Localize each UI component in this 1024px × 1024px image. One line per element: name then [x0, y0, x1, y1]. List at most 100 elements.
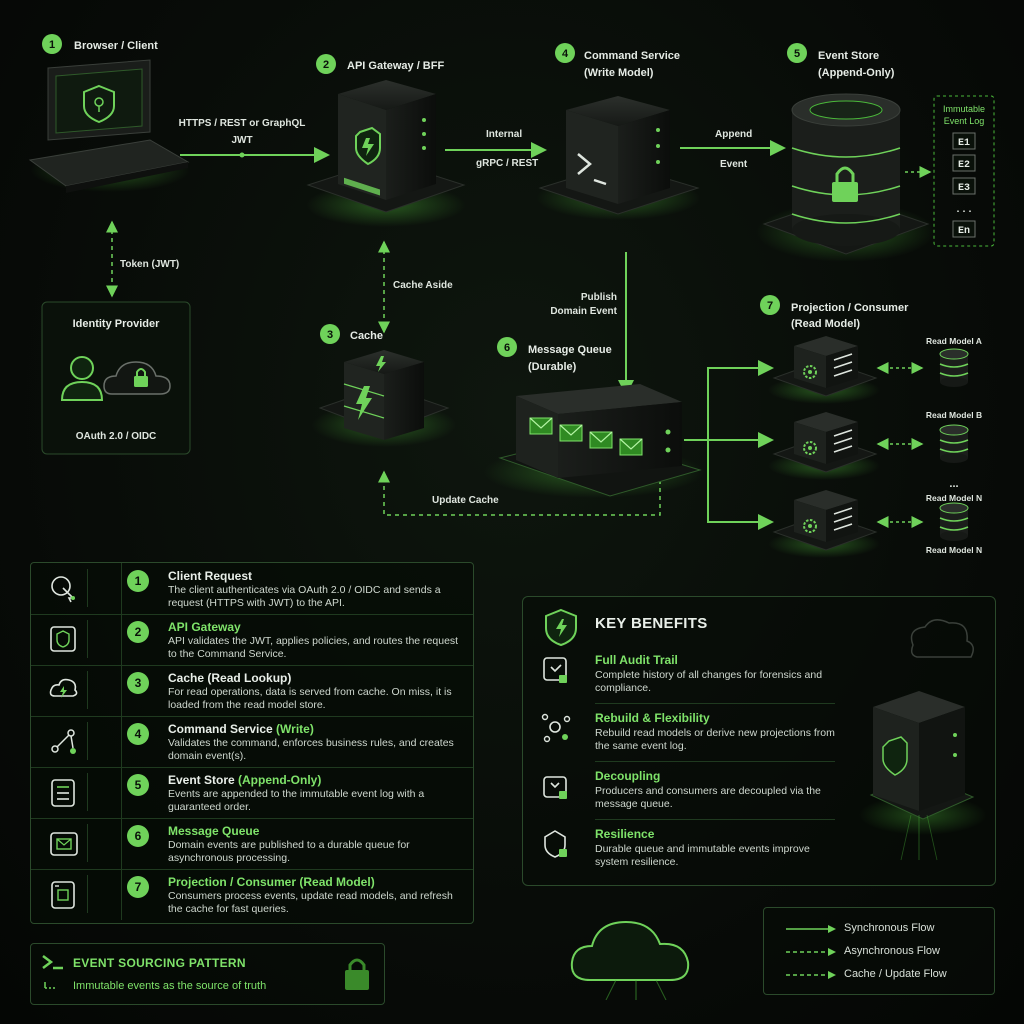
node-message-queue[interactable]: 6 Message Queue (Durable): [484, 337, 704, 498]
event-log-entry: E1: [958, 138, 970, 149]
projection-servers: [768, 336, 880, 558]
node-subtitle: (Write Model): [584, 67, 654, 79]
database-icon[interactable]: [939, 348, 969, 387]
event-store-icon: [37, 773, 88, 811]
step-number: 5: [127, 774, 149, 796]
step-title: Event Store (Append-Only): [168, 773, 321, 787]
step-description: API validates the JWT, applies policies,…: [168, 635, 459, 660]
step-title: Cache (Read Lookup): [168, 671, 291, 685]
pattern-banner: EVENT SOURCING PATTERN Immutable events …: [30, 943, 385, 1005]
node-command-service[interactable]: 4 Command Service (Write Model): [536, 43, 700, 220]
edge-label-token: Token (JWT): [120, 259, 179, 270]
step-title-highlight: Message Queue: [168, 824, 260, 838]
badge-7: 7: [767, 300, 773, 312]
badge-6: 6: [504, 342, 510, 354]
database-icon[interactable]: [939, 502, 969, 541]
node-identity-provider[interactable]: Identity Provider OAuth 2.0 / OIDC: [41, 301, 191, 455]
node-browser[interactable]: 1 Browser / Client: [28, 34, 190, 193]
pattern-title: EVENT SOURCING PATTERN: [73, 956, 246, 970]
benefit-description: Complete history of all changes for fore…: [595, 669, 823, 694]
step-description: Validates the command, enforces business…: [168, 737, 454, 762]
read-model-label: ...: [949, 478, 958, 490]
node-subtitle: OAuth 2.0 / OIDC: [76, 431, 157, 442]
node-title: Command Service: [584, 50, 680, 62]
projection-server[interactable]: [768, 412, 880, 480]
benefit-description: Producers and consumers are decoupled vi…: [595, 785, 821, 810]
edge-label-update-cache: Update Cache: [432, 495, 499, 506]
queue-icon: [37, 824, 88, 862]
edge-update-cache: [378, 470, 661, 516]
projection-server[interactable]: [768, 336, 880, 404]
user-icon: [60, 356, 104, 401]
legend-label: Cache / Update Flow: [844, 968, 947, 980]
node-subtitle: (Read Model): [791, 318, 860, 330]
badge-3: 3: [327, 329, 333, 341]
node-title: Message Queue: [528, 344, 612, 356]
step-title: Message Queue: [168, 824, 259, 838]
step-description: Consumers process events, update read mo…: [168, 890, 453, 915]
edge-label-event: Event: [720, 159, 748, 170]
database-icon[interactable]: [939, 424, 969, 463]
node-title: Identity Provider: [73, 318, 161, 330]
benefits-title: KEY BENEFITS: [595, 615, 708, 632]
secure-server-illustration: [859, 619, 987, 861]
step-title: API Gateway: [168, 620, 241, 634]
edge-label-cache-aside: Cache Aside: [393, 280, 453, 291]
step-row: 5 Event Store (Append-Only)Events are app…: [31, 767, 473, 819]
benefit-title: Resilience: [595, 827, 655, 841]
legend-label: Synchronous Flow: [844, 922, 935, 934]
node-event-store[interactable]: 5 Event Store (Append-Only): [756, 43, 936, 262]
event-log-entry: E3: [958, 183, 970, 194]
edge-label-grpc: gRPC / REST: [476, 158, 538, 169]
node-cache[interactable]: 3 Cache: [312, 324, 456, 447]
rebuild-icon: [541, 713, 571, 743]
terminal-icon: [42, 955, 63, 970]
edge-label-publish: Publish: [581, 292, 617, 303]
badge-1: 1: [49, 39, 55, 51]
edge-label-domain-event: Domain Event: [550, 306, 617, 317]
step-number: 7: [127, 876, 149, 898]
step-number: 1: [127, 570, 149, 592]
node-subtitle: (Append-Only): [818, 67, 895, 79]
event-log-entry: En: [958, 226, 970, 237]
step-title-highlight: (Write): [272, 722, 314, 736]
event-log-title: Immutable: [943, 104, 985, 114]
step-description: The client authenticates via OAuth 2.0 /…: [168, 584, 441, 609]
read-model-label: Read Model N: [926, 493, 982, 503]
step-row: 7 Projection / Consumer (Read Model)Consu…: [31, 869, 473, 920]
benefit-title: Decoupling: [595, 769, 661, 783]
legend-synchronous: Synchronous Flow: [786, 921, 986, 937]
edges-projections-to-read-models: [876, 362, 924, 528]
legend-cache-update: Cache / Update Flow: [786, 967, 986, 983]
read-model-label: Read Model B: [926, 410, 982, 420]
projection-icon: [37, 875, 88, 913]
lightning-icon: [356, 356, 386, 420]
node-gateway[interactable]: 2 API Gateway / BFF: [306, 54, 466, 227]
cloud-lock-icon: [103, 361, 171, 395]
step-description: For read operations, data is served from…: [168, 686, 452, 711]
badge-2: 2: [323, 59, 329, 71]
step-title-text: Client Request: [168, 569, 253, 583]
terminal-icon: [577, 153, 607, 186]
event-log-entry: ...: [955, 205, 973, 216]
node-projection[interactable]: 7 Projection / Consumer (Read Model): [760, 295, 909, 330]
step-description: Events are appended to the immutable eve…: [168, 788, 425, 813]
projection-server[interactable]: [768, 490, 880, 558]
step-title-highlight: Projection / Consumer (Read Model): [168, 875, 375, 889]
node-subtitle: (Durable): [528, 361, 577, 373]
edge-label-protocol: HTTPS / REST or GraphQL: [179, 118, 306, 129]
benefit-description: Rebuild read models or derive new projec…: [595, 727, 835, 752]
step-title-highlight: API Gateway: [168, 620, 241, 634]
legend-label: Asynchronous Flow: [844, 945, 940, 957]
node-title: Projection / Consumer: [791, 302, 909, 314]
event-log: Immutable Event Log E1 E2 E3 ... En: [933, 95, 995, 247]
